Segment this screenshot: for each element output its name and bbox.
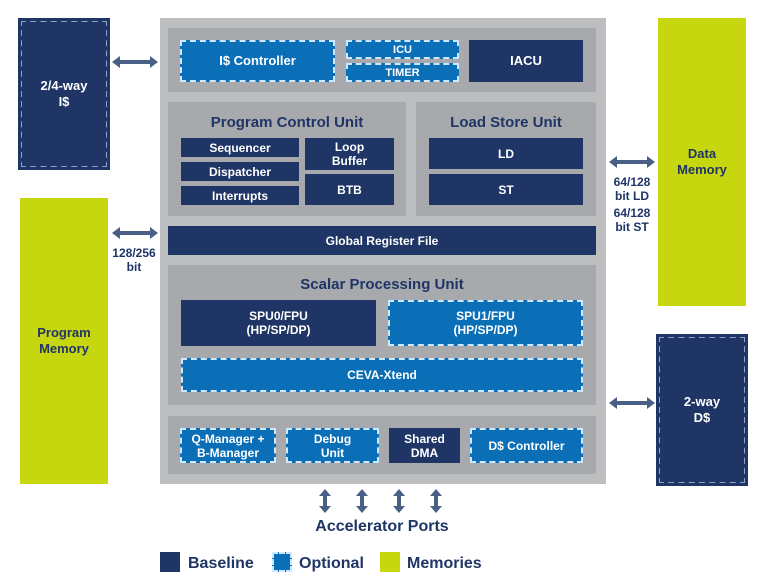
icache-bus-arrow xyxy=(112,56,158,68)
legend-label-optional: Optional xyxy=(299,555,364,572)
dcache-memory: 2-way D$ xyxy=(656,334,748,486)
q-manager-b-manager: Q-Manager + B-Manager xyxy=(180,428,276,463)
dcache-bus-arrow xyxy=(609,397,655,409)
sequencer: Sequencer xyxy=(181,138,299,157)
legend-label-baseline: Baseline xyxy=(188,555,254,572)
dispatcher: Dispatcher xyxy=(181,162,299,181)
data-memory: Data Memory xyxy=(658,18,746,306)
accelerator-port-arrow xyxy=(393,489,405,513)
btb: BTB xyxy=(305,174,394,205)
program-bus-label: 128/256 bit xyxy=(112,246,156,274)
ceva-xtend: CEVA-Xtend xyxy=(181,358,583,392)
program-memory: Program Memory xyxy=(20,198,108,484)
ld-bus-label: 64/128 bit LD xyxy=(613,175,651,203)
accelerator-ports-label: Accelerator Ports xyxy=(315,518,449,535)
data-bus-arrow xyxy=(609,156,655,168)
icu: ICU xyxy=(346,40,459,59)
spu1-fpu: SPU1/FPU (HP/SP/DP) xyxy=(388,300,583,346)
legend-swatch-optional xyxy=(272,552,292,572)
program-bus-arrow xyxy=(112,227,158,239)
st-bus-label: 64/128 bit ST xyxy=(613,206,651,234)
icache-controller: I$ Controller xyxy=(180,40,335,82)
loop-buffer: Loop Buffer xyxy=(305,138,394,170)
accelerator-port-arrow xyxy=(430,489,442,513)
accelerator-port-arrow xyxy=(356,489,368,513)
st-unit: ST xyxy=(429,174,583,205)
interrupts: Interrupts xyxy=(181,186,299,205)
pcu-title: Program Control Unit xyxy=(210,114,364,131)
ld-unit: LD xyxy=(429,138,583,169)
spu0-fpu: SPU0/FPU (HP/SP/DP) xyxy=(181,300,376,346)
shared-dma: Shared DMA xyxy=(389,428,460,463)
spu-title: Scalar Processing Unit xyxy=(300,276,464,293)
global-register-file: Global Register File xyxy=(168,226,596,255)
accelerator-port-arrow xyxy=(319,489,331,513)
legend-label-memories: Memories xyxy=(407,555,482,572)
legend-swatch-baseline xyxy=(160,552,180,572)
legend-swatch-memories xyxy=(380,552,400,572)
debug-unit: Debug Unit xyxy=(286,428,379,463)
iacu: IACU xyxy=(469,40,583,82)
timer: TIMER xyxy=(346,63,459,82)
icache-memory: 2/4-way I$ xyxy=(18,18,110,170)
dcache-controller: D$ Controller xyxy=(470,428,583,463)
lsu-title: Load Store Unit xyxy=(450,114,562,131)
